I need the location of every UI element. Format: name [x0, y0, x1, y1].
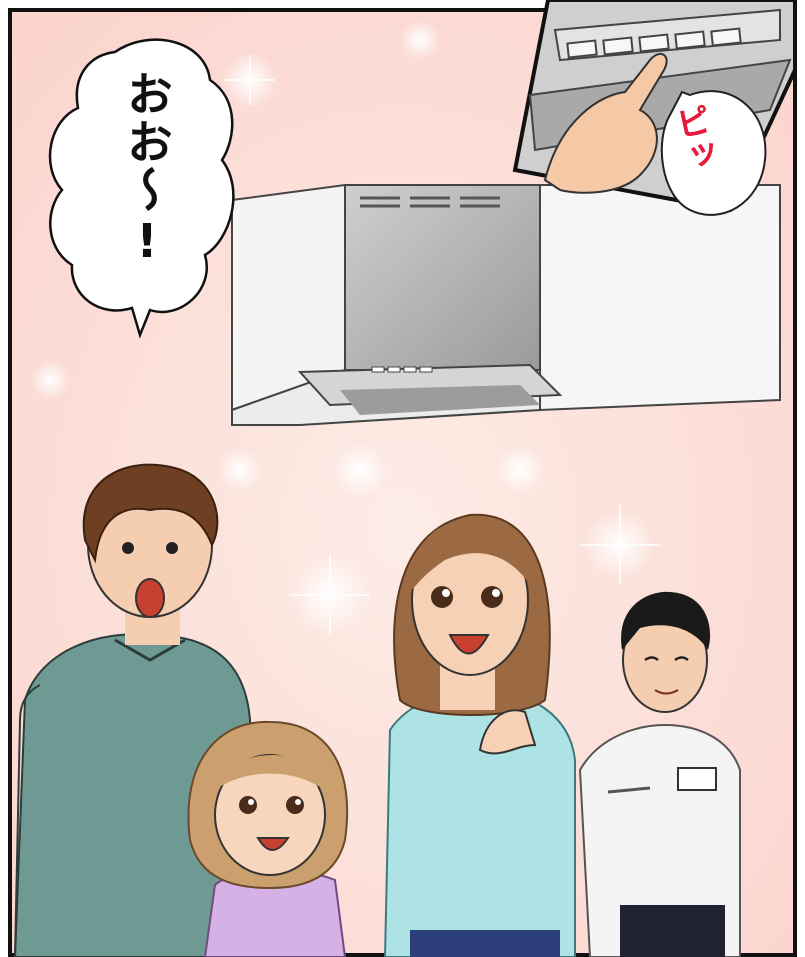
sound-effect-balloon — [660, 90, 767, 216]
pointing-hand — [543, 52, 668, 194]
technician — [578, 591, 741, 957]
mother — [383, 513, 576, 957]
range-hood — [231, 183, 781, 426]
sparkle-lines — [225, 55, 660, 635]
father — [13, 463, 257, 957]
daughter — [187, 720, 349, 957]
speech-bubble-text: おお〜! — [120, 70, 174, 270]
inset-panel-control — [512, 0, 797, 216]
speech-bubble — [48, 38, 235, 339]
